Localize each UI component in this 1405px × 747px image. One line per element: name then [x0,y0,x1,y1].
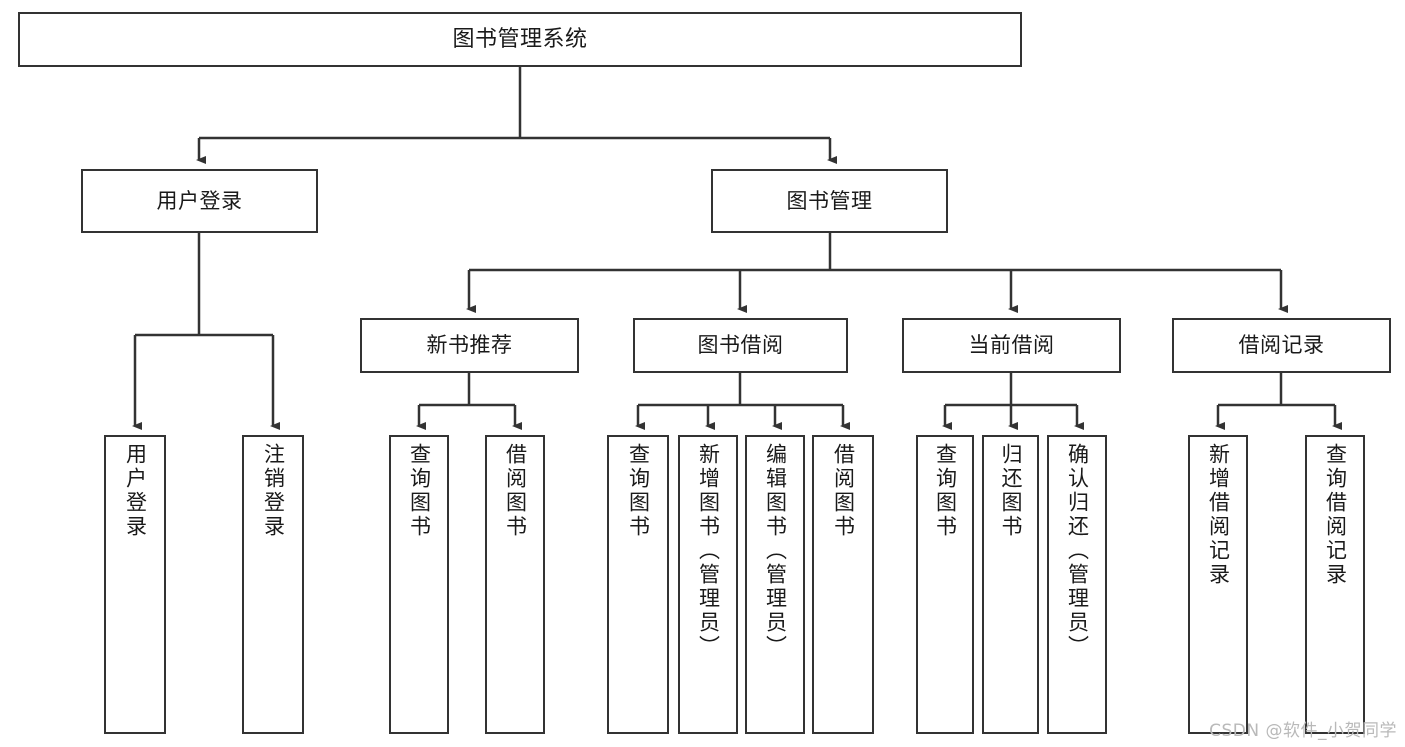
node-leaf-confirm-return[interactable]: 确认归还（管理员） [1047,435,1107,734]
node-leaf-query-book-1-label: 查询图书 [407,443,432,539]
node-borrow-record-label: 借阅记录 [1238,333,1325,358]
node-borrow-record[interactable]: 借阅记录 [1172,318,1391,373]
node-leaf-borrow-book-2-label: 借阅图书 [831,443,856,539]
node-leaf-borrow-book-1[interactable]: 借阅图书 [485,435,545,734]
node-leaf-query-book-3-label: 查询图书 [933,443,958,539]
node-leaf-user-login[interactable]: 用户登录 [104,435,166,734]
node-leaf-edit-book[interactable]: 编辑图书（管理员） [745,435,805,734]
node-leaf-query-borrow-record[interactable]: 查询借阅记录 [1305,435,1365,734]
node-leaf-query-book-2[interactable]: 查询图书 [607,435,669,734]
node-user-login[interactable]: 用户登录 [81,169,318,233]
node-leaf-return-book-label: 归还图书 [999,443,1023,539]
node-current-borrow-label: 当前借阅 [968,333,1055,358]
node-user-login-label: 用户登录 [156,188,243,213]
node-root-label: 图书管理系统 [452,26,588,52]
node-leaf-query-book-1[interactable]: 查询图书 [389,435,449,734]
node-leaf-borrow-book-2[interactable]: 借阅图书 [812,435,874,734]
node-leaf-edit-book-label: 编辑图书（管理员） [763,443,788,659]
node-leaf-add-book[interactable]: 新增图书（管理员） [678,435,738,734]
node-book-management[interactable]: 图书管理 [711,169,948,233]
node-leaf-query-borrow-record-label: 查询借阅记录 [1323,443,1348,587]
node-leaf-add-book-label: 新增图书（管理员） [696,443,721,659]
node-leaf-user-login-label: 用户登录 [123,443,148,539]
node-leaf-borrow-book-1-label: 借阅图书 [503,443,528,539]
node-leaf-query-book-3[interactable]: 查询图书 [916,435,974,734]
node-leaf-logout[interactable]: 注销登录 [242,435,304,734]
node-leaf-return-book[interactable]: 归还图书 [982,435,1039,734]
node-book-borrow[interactable]: 图书借阅 [633,318,848,373]
node-root[interactable]: 图书管理系统 [18,12,1022,67]
node-leaf-add-borrow-record[interactable]: 新增借阅记录 [1188,435,1248,734]
node-book-management-label: 图书管理 [786,188,873,213]
node-leaf-logout-label: 注销登录 [261,443,286,539]
node-book-borrow-label: 图书借阅 [697,333,784,358]
node-leaf-confirm-return-label: 确认归还（管理员） [1065,443,1090,659]
node-new-book-recommend[interactable]: 新书推荐 [360,318,579,373]
node-current-borrow[interactable]: 当前借阅 [902,318,1121,373]
watermark-text: CSDN @软件_小贺同学 [1209,721,1397,741]
node-leaf-query-book-2-label: 查询图书 [626,443,651,539]
node-new-book-recommend-label: 新书推荐 [426,333,513,358]
node-leaf-add-borrow-record-label: 新增借阅记录 [1206,443,1231,587]
